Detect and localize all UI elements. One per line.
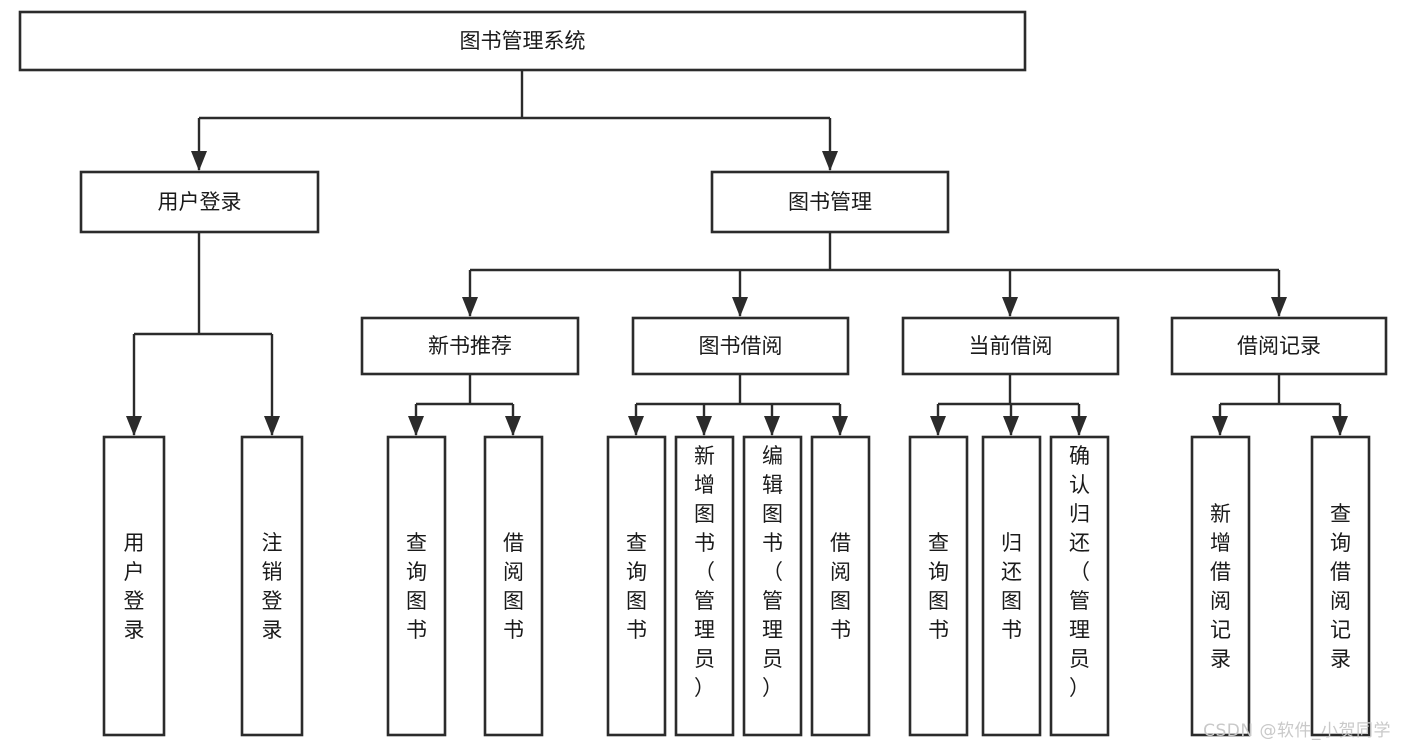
leaf-leaf-borrow-query[interactable]: 查询图书 — [606, 435, 667, 737]
leaf-leaf-rec-borrow-label: 借阅图书 — [503, 531, 524, 642]
node-borrow-record[interactable]: 借阅记录 — [1170, 316, 1388, 376]
leaf-leaf-cur-query-box[interactable] — [908, 435, 969, 737]
leaf-leaf-borrow-book-label: 借阅图书 — [830, 531, 851, 642]
arrow-head-icon — [930, 416, 946, 436]
arrow-head-icon — [264, 416, 280, 436]
leaf-leaf-query-record-box[interactable] — [1310, 435, 1371, 737]
node-current-borrow-box[interactable] — [901, 316, 1120, 376]
leaf-leaf-rec-query-label: 查询图书 — [406, 531, 427, 642]
arrow-head-icon — [1003, 416, 1019, 436]
edges-layer — [126, 70, 1348, 436]
leaf-leaf-user-login[interactable]: 用户登录 — [102, 435, 166, 737]
node-root-system-box[interactable] — [18, 10, 1027, 72]
leaf-leaf-borrow-book[interactable]: 借阅图书 — [810, 435, 871, 737]
arrow-head-icon — [462, 297, 478, 317]
leaf-leaf-query-record[interactable]: 查询借阅记录 — [1310, 435, 1371, 737]
leaf-leaf-user-login-box[interactable] — [102, 435, 166, 737]
node-book-manage-label: 图书管理 — [788, 190, 872, 214]
node-borrow-record-label: 借阅记录 — [1237, 334, 1321, 358]
node-current-borrow[interactable]: 当前借阅 — [901, 316, 1120, 376]
leaf-leaf-edit-book[interactable]: 编辑图书（管理员） — [742, 435, 803, 737]
leaf-leaf-add-record-box[interactable] — [1190, 435, 1251, 737]
leaf-leaf-logout-box[interactable] — [240, 435, 304, 737]
leaf-leaf-cur-query-label: 查询图书 — [928, 531, 949, 642]
leaf-leaf-logout[interactable]: 注销登录 — [240, 435, 304, 737]
leaf-leaf-logout-label: 注销登录 — [262, 531, 283, 642]
node-user-login[interactable]: 用户登录 — [79, 170, 320, 234]
leaf-leaf-add-record-label: 新增借阅记录 — [1210, 502, 1231, 671]
node-new-book-rec-box[interactable] — [360, 316, 580, 376]
arrow-head-icon — [1002, 297, 1018, 317]
leaf-leaf-borrow-query-box[interactable] — [606, 435, 667, 737]
leaf-leaf-query-record-label: 查询借阅记录 — [1330, 502, 1351, 671]
node-book-manage-box[interactable] — [710, 170, 950, 234]
node-user-login-label: 用户登录 — [158, 190, 242, 214]
leaf-leaf-user-login-label: 用户登录 — [124, 531, 145, 642]
node-new-book-rec[interactable]: 新书推荐 — [360, 316, 580, 376]
node-current-borrow-label: 当前借阅 — [969, 334, 1053, 358]
arrow-head-icon — [126, 416, 142, 436]
arrow-head-icon — [628, 416, 644, 436]
arrow-head-icon — [732, 297, 748, 317]
leaf-leaf-return-book-label: 归还图书 — [1001, 531, 1022, 642]
leaf-leaf-borrow-book-box[interactable] — [810, 435, 871, 737]
leaf-leaf-add-record[interactable]: 新增借阅记录 — [1190, 435, 1251, 737]
leaf-leaf-rec-query[interactable]: 查询图书 — [386, 435, 447, 737]
node-root-system-label: 图书管理系统 — [460, 29, 586, 53]
arrow-head-icon — [822, 151, 838, 171]
leaf-leaf-return-book-box[interactable] — [981, 435, 1042, 737]
leaf-leaf-rec-query-box[interactable] — [386, 435, 447, 737]
leaf-leaf-confirm-return-box[interactable] — [1049, 435, 1110, 737]
leaf-leaf-edit-book-box[interactable] — [742, 435, 803, 737]
arrow-head-icon — [408, 416, 424, 436]
node-book-borrow[interactable]: 图书借阅 — [631, 316, 850, 376]
leaf-leaf-confirm-return[interactable]: 确认归还（管理员） — [1049, 435, 1110, 737]
node-book-manage[interactable]: 图书管理 — [710, 170, 950, 234]
arrow-head-icon — [1212, 416, 1228, 436]
leaf-leaf-rec-borrow-box[interactable] — [483, 435, 544, 737]
arrow-head-icon — [1271, 297, 1287, 317]
arrow-head-icon — [1071, 416, 1087, 436]
leaf-leaf-add-book[interactable]: 新增图书（管理员） — [674, 435, 735, 737]
arrow-head-icon — [696, 416, 712, 436]
node-book-borrow-label: 图书借阅 — [699, 334, 783, 358]
node-root-system[interactable]: 图书管理系统 — [18, 10, 1027, 72]
node-user-login-box[interactable] — [79, 170, 320, 234]
leaf-leaf-confirm-return-label: 确认归还（管理员） — [1069, 444, 1090, 700]
nodes-layer: 图书管理系统用户登录图书管理新书推荐图书借阅当前借阅借阅记录用户登录注销登录查询… — [18, 10, 1388, 737]
leaf-leaf-borrow-query-label: 查询图书 — [626, 531, 647, 642]
arrow-head-icon — [1332, 416, 1348, 436]
leaf-leaf-add-book-box[interactable] — [674, 435, 735, 737]
leaf-leaf-add-book-label: 新增图书（管理员） — [694, 444, 715, 700]
arrow-head-icon — [505, 416, 521, 436]
arrow-head-icon — [191, 151, 207, 171]
node-borrow-record-box[interactable] — [1170, 316, 1388, 376]
leaf-leaf-edit-book-label: 编辑图书（管理员） — [762, 444, 783, 700]
node-new-book-rec-label: 新书推荐 — [428, 334, 512, 358]
node-book-borrow-box[interactable] — [631, 316, 850, 376]
leaf-leaf-return-book[interactable]: 归还图书 — [981, 435, 1042, 737]
leaf-leaf-cur-query[interactable]: 查询图书 — [908, 435, 969, 737]
watermark-text: CSDN @软件_小贺同学 — [1203, 721, 1391, 741]
leaf-leaf-rec-borrow[interactable]: 借阅图书 — [483, 435, 544, 737]
arrow-head-icon — [832, 416, 848, 436]
arrow-head-icon — [764, 416, 780, 436]
